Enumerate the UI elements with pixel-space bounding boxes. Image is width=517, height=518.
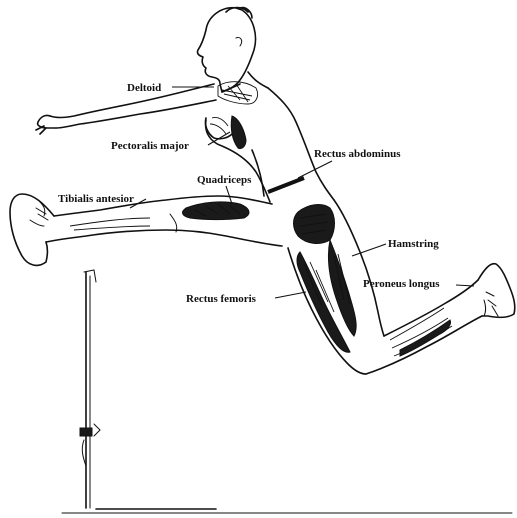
belly-outline [252,150,264,196]
shoe-laces [30,208,48,226]
quadriceps-muscle [183,202,249,220]
trail-foot [478,264,515,318]
tibialis-muscle [70,218,150,230]
label-deltoid: Deltoid [127,82,161,94]
rectus-abdominus-muscle [268,178,304,192]
hand [36,115,56,134]
back-outline [268,88,334,200]
label-peroneus-longus: Peroneus longus [363,278,440,290]
trail-foot-details [484,292,498,316]
hurdle [62,270,512,513]
pectoralis-muscle [231,116,246,149]
pectoralis-hatch [210,117,228,134]
label-rectus-abdominus: Rectus abdominus [314,148,401,160]
labels: Deltoid Pectoralis major Rectus abdominu… [58,82,440,305]
label-hamstring: Hamstring [388,238,439,250]
label-rectus-femoris: Rectus femoris [186,293,257,305]
muscles [70,82,452,356]
label-pectoralis-major: Pectoralis major [111,140,189,152]
head [197,8,255,92]
hurdle-clamp [80,428,92,436]
lead-leg-bottom [46,230,282,246]
trail-shin-bottom [366,316,482,374]
lead-shoe [10,194,54,265]
hurdle-bracket [94,424,100,436]
leader-rectus-abdominus [298,161,332,178]
leader-rectus-femoris [275,292,306,298]
leader-quadriceps [226,186,232,204]
label-quadriceps: Quadriceps [197,174,252,186]
ear [236,37,242,46]
label-tibialis-antesior: Tibialis antesior [58,193,134,205]
